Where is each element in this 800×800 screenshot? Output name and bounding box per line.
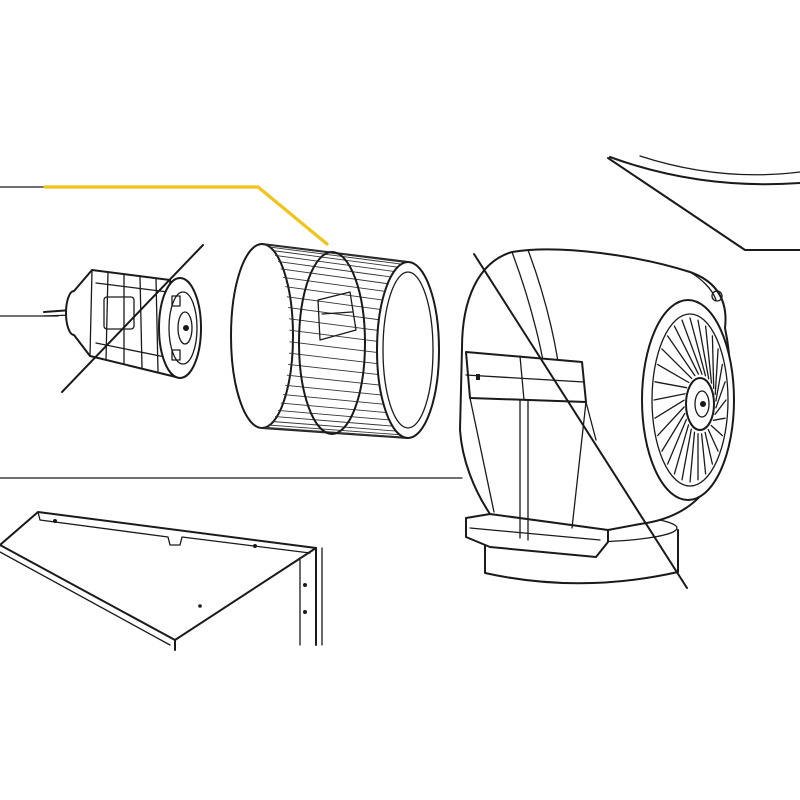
inlet-vane — [661, 348, 693, 380]
inlet-vane — [697, 319, 710, 380]
highlight-leader-line — [43, 185, 329, 246]
fan-blade — [274, 416, 406, 428]
inlet-grille — [653, 317, 727, 483]
hood-canopy — [607, 155, 800, 251]
inlet-vane — [704, 431, 714, 465]
inlet-vane — [710, 424, 724, 437]
inlet-vane — [715, 363, 724, 402]
inlet-vane — [654, 381, 688, 389]
inlet-vane — [673, 424, 690, 475]
fan-blade — [268, 246, 407, 266]
fan-blade — [274, 254, 406, 274]
inlet-vane — [653, 393, 686, 401]
inlet-vane — [689, 317, 707, 377]
inlet-vane — [681, 319, 703, 375]
inlet-vane — [714, 399, 727, 415]
filter-box — [0, 511, 323, 651]
inlet-vane — [700, 433, 707, 475]
inlet-vane — [712, 417, 726, 421]
inlet-vane — [704, 325, 713, 384]
blower-housing — [459, 248, 735, 585]
fan-blade — [280, 402, 405, 415]
fan-blade — [271, 250, 407, 269]
motor-cross-out — [61, 244, 204, 393]
inlet-vane — [656, 363, 690, 384]
fan-blade — [283, 276, 404, 295]
fan-blade — [271, 421, 407, 433]
inlet-vane — [689, 431, 696, 483]
inlet-vane — [661, 412, 686, 452]
fan-blade — [277, 409, 405, 422]
inlet-vane — [666, 418, 687, 465]
motor — [43, 269, 202, 379]
inlet-vane — [711, 335, 715, 390]
fan-blade — [268, 424, 407, 436]
fan-wheel — [230, 243, 440, 439]
fan-blade — [277, 261, 405, 280]
inlet-vane — [666, 335, 696, 377]
inlet-vane — [673, 325, 700, 375]
blower-housing-cross-out — [473, 253, 688, 589]
inlet-vane — [707, 428, 719, 452]
inlet-vane — [715, 381, 726, 409]
inlet-vane — [656, 406, 685, 437]
inlet-vane — [681, 428, 692, 481]
inlet-vane — [654, 399, 685, 419]
inlet-vane — [714, 348, 719, 396]
fan-blade — [280, 268, 405, 287]
